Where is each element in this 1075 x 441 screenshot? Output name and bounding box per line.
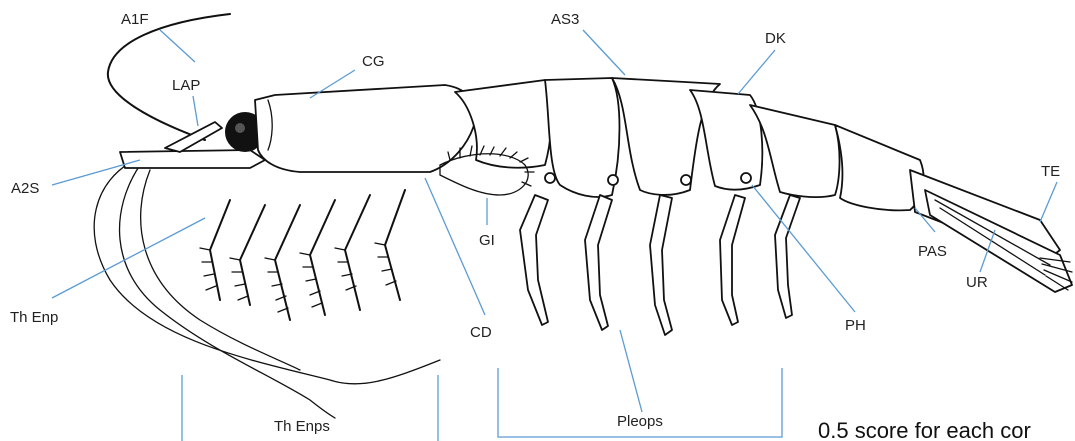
thoracic-endopod-1 <box>210 200 230 300</box>
leader-a1f <box>160 30 195 62</box>
leader-as3 <box>583 30 625 75</box>
label-as3: AS3 <box>551 11 579 28</box>
leader-ph <box>752 185 855 312</box>
photophore-3 <box>681 175 691 185</box>
thoracic-endopod-4 <box>310 200 335 315</box>
label-ph: PH <box>845 317 866 334</box>
photophore-2 <box>608 175 618 185</box>
pleopod-2 <box>585 195 612 330</box>
label-te: TE <box>1041 163 1060 180</box>
label-th-enps: Th Enps <box>274 418 330 435</box>
label-pas: PAS <box>918 243 947 260</box>
antenna-flagellum-inner <box>120 165 335 418</box>
antenna-flagellum-outer <box>94 160 440 384</box>
pleopod-1 <box>520 195 548 325</box>
antennal-scale <box>120 150 265 168</box>
leader-th-enp <box>52 218 205 298</box>
eye-highlight <box>235 123 245 133</box>
scoring-note: 0.5 score for each cor <box>818 418 1031 441</box>
thoracic-endopod-3 <box>275 205 300 320</box>
pleopod-3 <box>650 195 672 335</box>
leader-pleops-pointer <box>620 330 642 412</box>
photophore-4 <box>741 173 751 183</box>
leader-cd <box>425 178 485 315</box>
abdominal-segment-5 <box>750 105 840 197</box>
thoracic-endopod-2 <box>240 205 265 305</box>
leader-a2s <box>52 160 140 185</box>
label-th-enp: Th Enp <box>10 309 58 326</box>
thoracic-endopod-5 <box>345 195 370 310</box>
leader-dk <box>738 50 775 94</box>
label-gi: GI <box>479 232 495 249</box>
label-a1f: A1F <box>121 11 149 28</box>
label-a2s: A2S <box>11 180 39 197</box>
leader-lap <box>193 96 198 126</box>
pleopod-4 <box>720 195 745 325</box>
shrimp-drawing <box>94 14 1072 418</box>
carapace <box>255 85 476 172</box>
label-ur: UR <box>966 274 988 291</box>
label-cg: CG <box>362 53 385 70</box>
label-pleops: Pleops <box>617 413 663 430</box>
antennule-flagellum <box>108 14 230 140</box>
pleopod-5 <box>775 195 800 318</box>
antenna-flagellum-lower <box>141 170 300 370</box>
thoracic-endopod-setae <box>200 243 396 312</box>
photophore-1 <box>545 173 555 183</box>
label-dk: DK <box>765 30 786 47</box>
label-lap: LAP <box>172 77 200 94</box>
abdominal-segment-6 <box>835 125 924 210</box>
label-cd: CD <box>470 324 492 341</box>
leader-te <box>1040 182 1057 222</box>
